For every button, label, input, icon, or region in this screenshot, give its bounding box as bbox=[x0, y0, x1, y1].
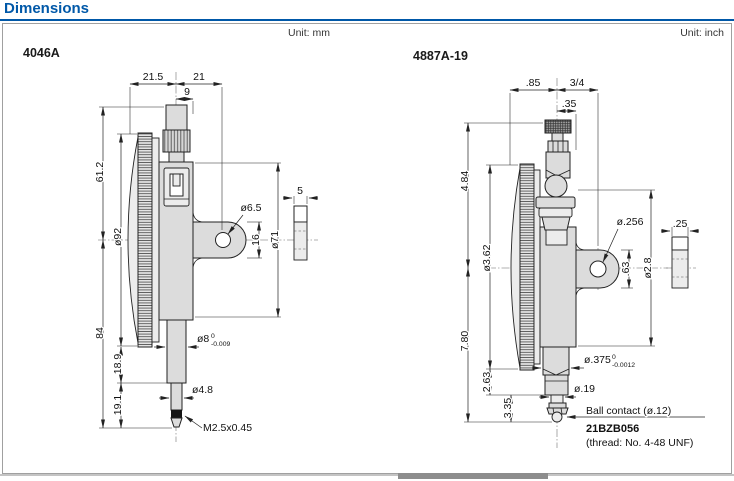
dim-stem-section: 2.63 bbox=[481, 372, 493, 393]
model-number-4887A-19: 4887A-19 bbox=[413, 49, 468, 63]
dim-upper-height: 4.84 bbox=[459, 171, 471, 192]
ball-contact bbox=[551, 411, 563, 423]
dial-glass-profile bbox=[510, 167, 521, 369]
dim-travel-section: 3.35 bbox=[502, 398, 514, 419]
contact-collar bbox=[548, 402, 567, 409]
dim-top-right: 3/4 bbox=[570, 77, 585, 89]
spindle bbox=[550, 394, 564, 404]
drawing-4887A-19: .85 3/4 .35 4.84 7.80 ø3.62 2.63 3.35 ø.… bbox=[458, 76, 705, 450]
dim-body-diameter: ø71 bbox=[269, 231, 281, 249]
dim-contact-thread: M2.5x0.45 bbox=[203, 422, 252, 434]
drawing-4046A: 21.5 21 9 61.2 84 ø92 18.9 19.1 ø6.5 bbox=[93, 70, 318, 442]
dim-upper-height: 61.2 bbox=[94, 162, 106, 183]
unit-label-inch: Unit: inch bbox=[680, 27, 724, 39]
lifting-knob bbox=[544, 174, 568, 198]
dim-body-diameter: ø2.8 bbox=[642, 257, 654, 278]
dial-bezel-knurl bbox=[519, 163, 535, 371]
dim-stem-top-width: .35 bbox=[562, 98, 577, 110]
dim-stem-top-width: 9 bbox=[184, 86, 190, 98]
cap-neck bbox=[168, 151, 185, 163]
dim-lower-height: 84 bbox=[94, 327, 106, 339]
upper-cylinder bbox=[545, 151, 571, 179]
dim-stem-diameter: ø8 bbox=[197, 333, 209, 345]
knurled-cap bbox=[544, 119, 572, 134]
contact-band bbox=[171, 410, 182, 418]
dim-lug-thickness: 5 bbox=[297, 185, 303, 197]
next-section-divider bbox=[0, 474, 734, 476]
dim-dial-diameter: ø3.62 bbox=[481, 244, 493, 271]
dim-spindle-diameter: ø4.8 bbox=[192, 384, 213, 396]
dim-spindle-diameter: ø.19 bbox=[574, 383, 595, 395]
lug-hole bbox=[589, 260, 607, 278]
dim-lower-height: 7.80 bbox=[459, 331, 471, 352]
dim-lug-hole: ø.256 bbox=[617, 216, 644, 228]
dim-top-left: 21.5 bbox=[143, 71, 164, 83]
dial-back-plate bbox=[151, 137, 160, 343]
dim-stem-tol-upper: 0 bbox=[211, 333, 215, 340]
cap-neck bbox=[551, 132, 564, 142]
dim-top-left: .85 bbox=[526, 77, 541, 89]
knurled-collar bbox=[162, 129, 191, 153]
contact-thread-note: (thread: No. 4-48 UNF) bbox=[586, 437, 693, 449]
spindle bbox=[170, 382, 183, 411]
unit-label-mm: Unit: mm bbox=[288, 27, 330, 39]
dim-travel-section: 19.1 bbox=[112, 395, 124, 416]
page-title: Dimensions bbox=[4, 0, 90, 17]
model-number-4046A: 4046A bbox=[23, 46, 60, 60]
dim-stem-diameter: ø.375 bbox=[584, 354, 611, 366]
dim-stem-tol-upper: 0 bbox=[612, 354, 616, 361]
dim-stem-tol-lower: -0.0012 bbox=[612, 362, 635, 369]
dim-dial-diameter: ø92 bbox=[112, 228, 124, 246]
dim-top-right: 21 bbox=[193, 71, 205, 83]
top-cap bbox=[165, 104, 188, 131]
dim-stem-tol-lower: -0.009 bbox=[211, 341, 230, 348]
clamp-bracket bbox=[535, 196, 576, 209]
stem bbox=[542, 346, 570, 376]
lug-side-view bbox=[671, 236, 689, 251]
dial-bezel-knurl bbox=[137, 132, 153, 348]
ball-contact-note: Ball contact (ø.12) bbox=[586, 405, 671, 417]
dim-lug-hole: ø6.5 bbox=[240, 202, 261, 214]
contact-point bbox=[170, 417, 183, 428]
contact-part-number: 21BZB056 bbox=[586, 423, 639, 435]
next-section-bar bbox=[398, 473, 548, 479]
dim-stem-section: 18.9 bbox=[112, 354, 124, 375]
dim-lug-thickness: .25 bbox=[673, 218, 688, 230]
drawings-panel bbox=[2, 23, 732, 474]
dial-glass-profile bbox=[127, 136, 139, 344]
dim-lug-width: 16 bbox=[250, 234, 262, 246]
stem bbox=[166, 319, 187, 384]
lug-side-view bbox=[293, 205, 308, 223]
stem-sleeve bbox=[544, 374, 569, 396]
dim-lug-width: .63 bbox=[620, 262, 632, 277]
lug-hole bbox=[215, 232, 231, 248]
title-underline bbox=[0, 19, 734, 21]
